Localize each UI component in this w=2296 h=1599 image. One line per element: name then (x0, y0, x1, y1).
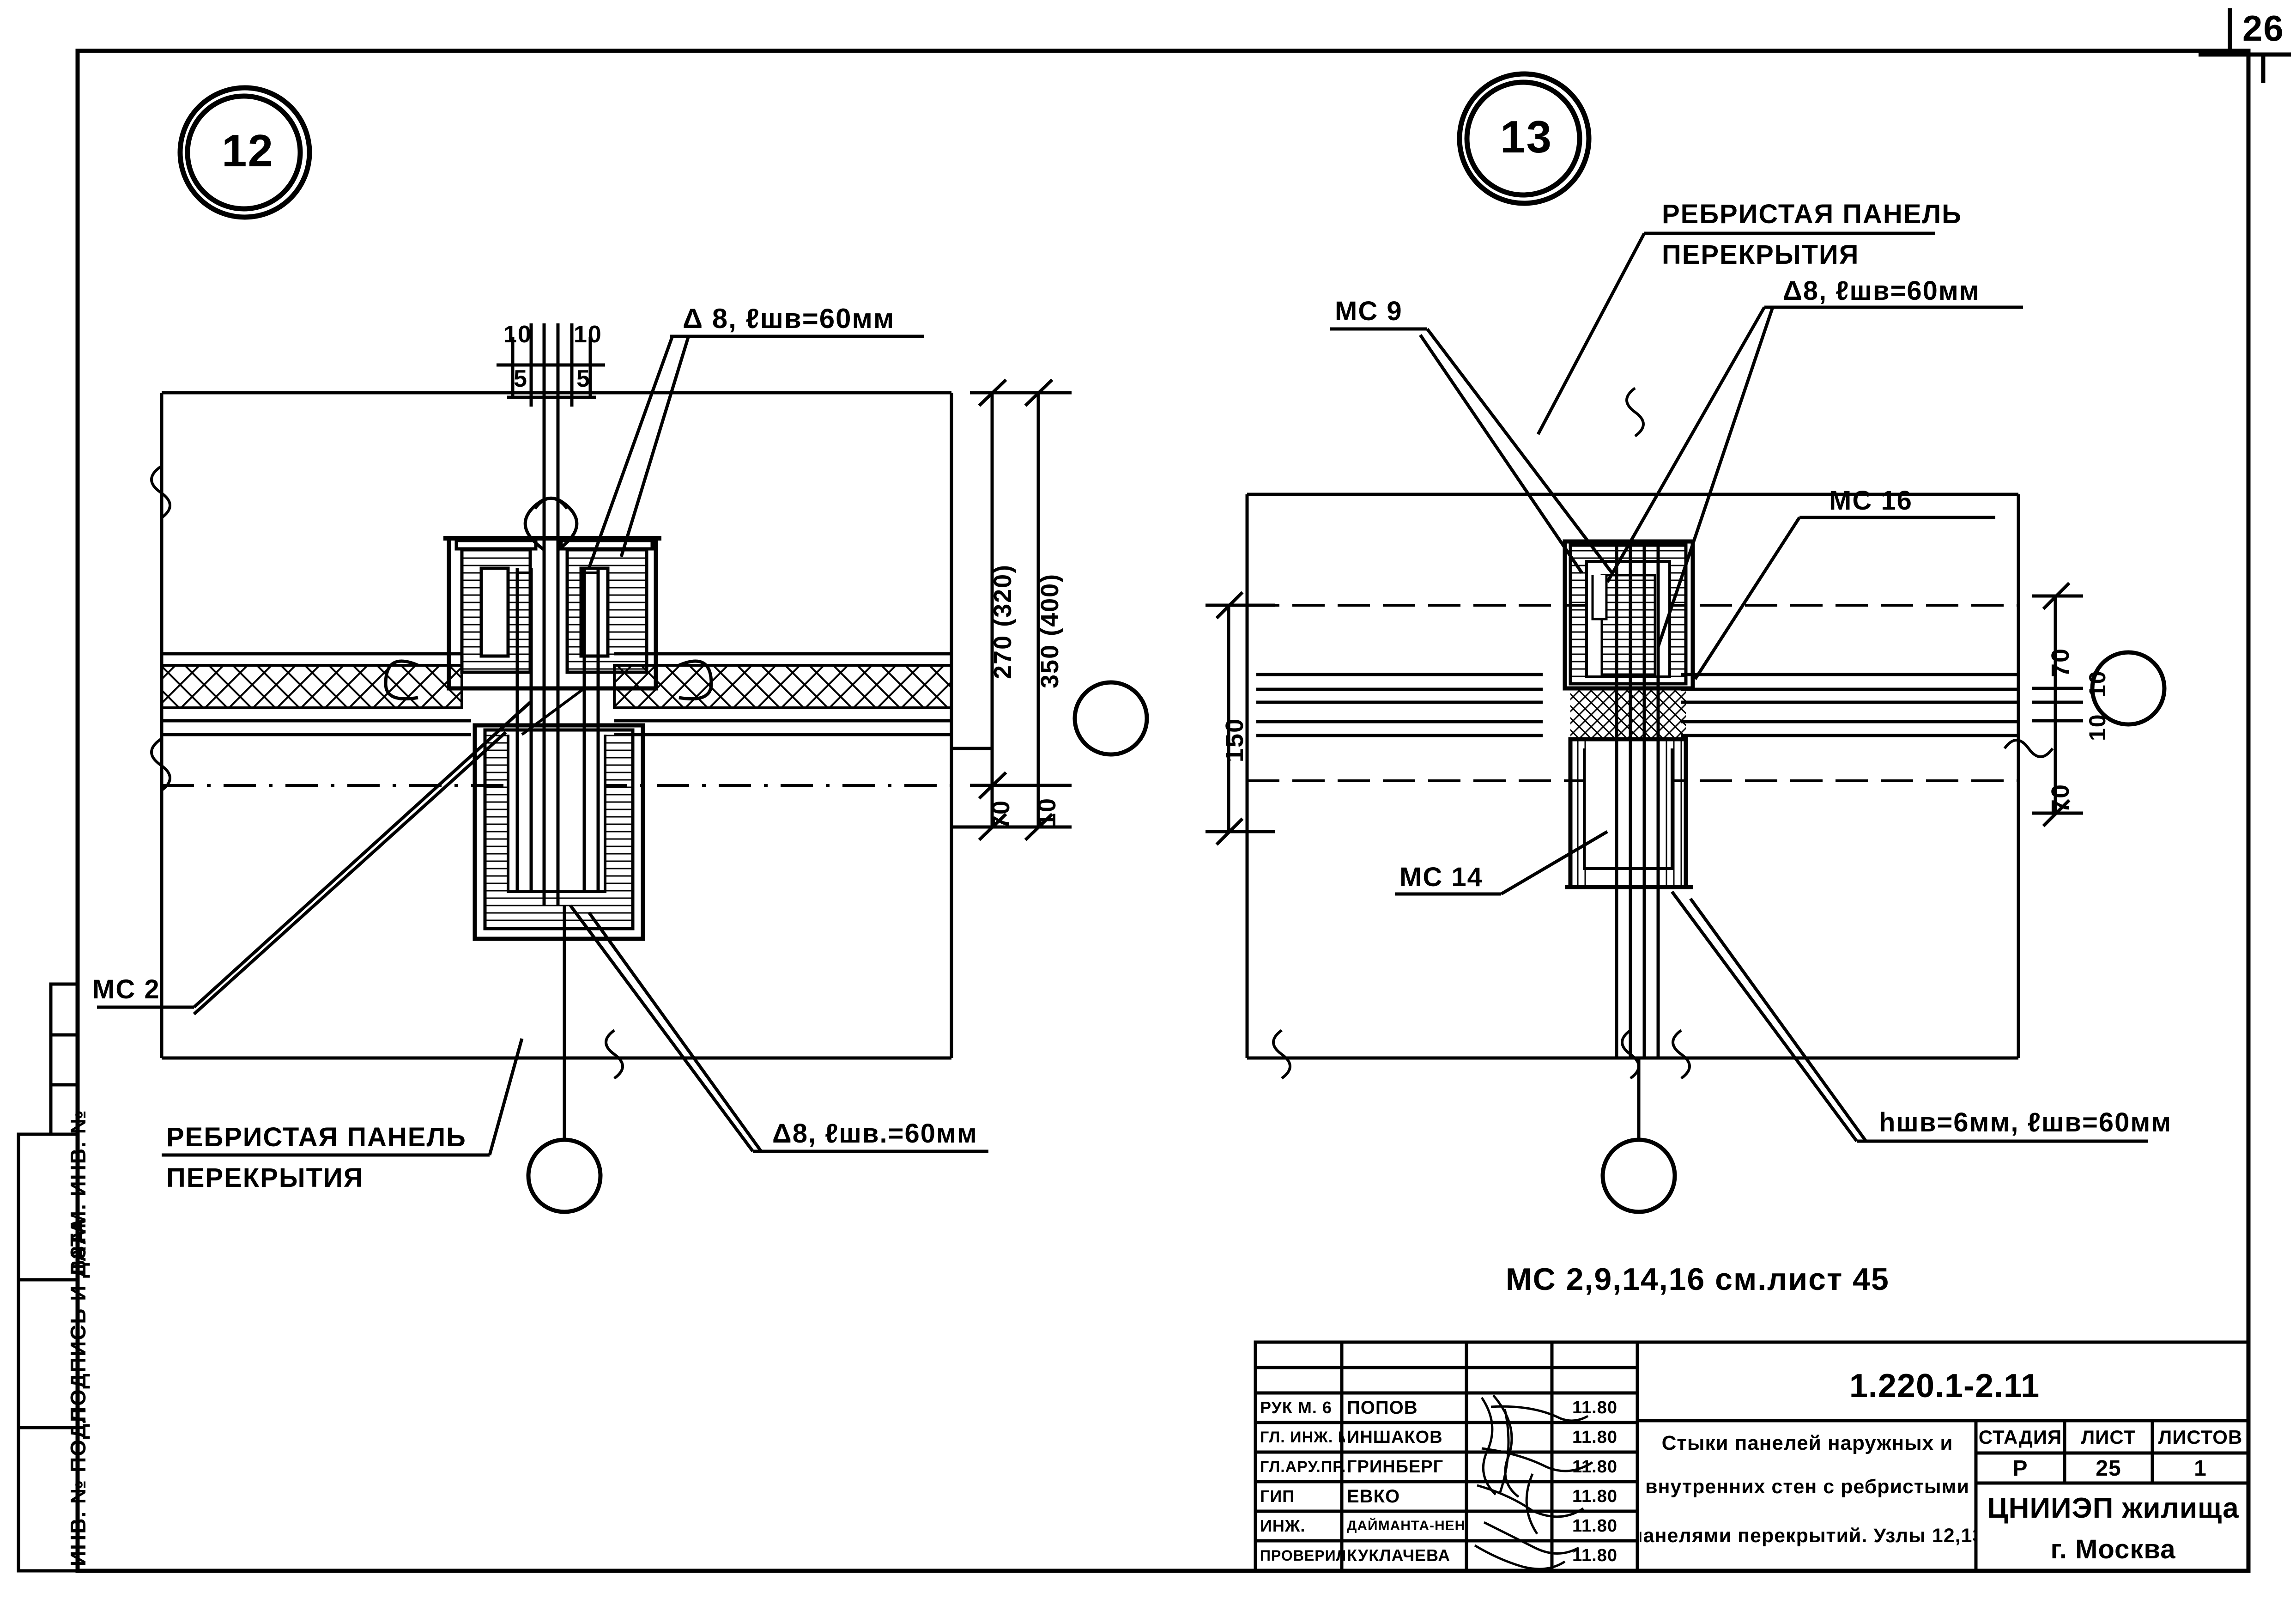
detail-12-callout-weld-bottom: Δ8, ℓшв.=60мм (772, 1119, 978, 1149)
signatory-role-2: ГЛ.АРУ.ПР. (1260, 1458, 1345, 1476)
detail-12-dim-10-left: 10 (503, 321, 532, 348)
detail-13-dim-70-top: 70 (2047, 647, 2074, 677)
organization-city: г. Москва (2050, 1534, 2176, 1564)
signatory-name-3: ЕВКО (1347, 1486, 1400, 1507)
detail-12-right-dim (950, 378, 1072, 841)
left-margin-stamp (17, 982, 79, 1573)
detail-13-dim-10-top: 10 (2084, 670, 2110, 698)
signatory-role-1: ГЛ. ИНЖ. М (1260, 1428, 1345, 1446)
signatory-name-1: ИНШАКОВ (1347, 1427, 1443, 1447)
detail-13-callout-panel-line2: ПЕРЕКРЫТИЯ (1662, 240, 1860, 270)
signatory-date-4: 11.80 (1572, 1516, 1617, 1536)
organization-name: ЦНИИЭП жилища (1987, 1492, 2239, 1524)
signatory-name-4: ДАЙМАНТА-НЕН (1347, 1518, 1466, 1533)
signatory-role-3: ГИП (1260, 1487, 1295, 1506)
detail-12-dim-350-400: 350 (400) (1036, 573, 1064, 688)
signatory-role-5: ПРОВЕРИЛА (1260, 1547, 1345, 1564)
drawing-title-line-2: внутренних стен с ребристыми (1645, 1475, 1969, 1498)
signatory-date-0: 11.80 (1572, 1398, 1617, 1417)
detail-12-dim-10-slab: 10 (1033, 797, 1061, 827)
detail-12-callout-panel-line1: РЕБРИСТАЯ ПАНЕЛЬ (166, 1122, 466, 1152)
detail-13-tag-circle (1457, 71, 1592, 206)
signatory-date-1: 11.80 (1572, 1427, 1617, 1447)
detail-12-dim-5-right: 5 (576, 365, 591, 392)
signature-scribbles (1474, 1394, 1593, 1570)
detail-12-tag: 12 (222, 125, 274, 176)
signatory-role-0: РУК М. 6 (1260, 1398, 1332, 1417)
detail-12-dim-5-left: 5 (514, 365, 528, 392)
detail-13-callout-weld: Δ8, ℓшв=60мм (1783, 276, 1980, 306)
detail-13-callout-ms14: МС 14 (1399, 862, 1483, 892)
detail-13-callout-weld-bottom: hшв=6мм, ℓшв=60мм (1879, 1107, 2172, 1137)
detail-13-tag: 13 (1500, 111, 1553, 162)
detail-13-dim-10-bottom: 10 (2084, 713, 2110, 741)
drawing-title-line-1: Стыки панелей наружных и (1661, 1432, 1953, 1454)
status-header-sheet: ЛИСТ (2081, 1426, 2136, 1448)
detail-13-right-dim (2003, 582, 2083, 827)
detail-13-dim-150: 150 (1221, 717, 1248, 762)
detail-12-dim-10-right: 10 (574, 321, 602, 348)
detail-12-tag-circle (177, 85, 312, 220)
detail-13-callout-ms9: МС 9 (1335, 296, 1403, 326)
signatory-name-0: ПОПОВ (1347, 1397, 1418, 1418)
signatory-date-5: 11.80 (1572, 1545, 1617, 1565)
detail-12-leaders (97, 334, 988, 1157)
signatory-date-3: 11.80 (1572, 1486, 1617, 1506)
detail-12-dim-70: 70 (987, 799, 1015, 829)
general-note: МС 2,9,14,16 см.лист 45 (1506, 1262, 1890, 1297)
status-value-sheets: 1 (2194, 1456, 2207, 1481)
detail-13-dim-70-bottom: 70 (2047, 783, 2074, 813)
stamp-label-vzam-inv: ВЗАМ. ИНВ. № (66, 1109, 90, 1275)
drawing-title-line-3: панелями перекрытий. Узлы 12,13 (1640, 1524, 1975, 1547)
detail-12-dim-270-320: 270 (320) (989, 564, 1017, 679)
signatory-date-2: 11.80 (1572, 1457, 1617, 1477)
detail-13-leaders (1330, 231, 2148, 1143)
detail-13-callout-panel-line1: РЕБРИСТАЯ ПАНЕЛЬ (1662, 199, 1962, 229)
signatory-role-4: ИНЖ. (1260, 1516, 1306, 1535)
sheet-frame (75, 8, 2291, 1573)
status-header-stage: СТАДИЯ (1978, 1426, 2062, 1448)
signatory-name-5: КУКЛАЧЕВА (1347, 1546, 1451, 1565)
detail-12-top-dim (497, 323, 605, 416)
detail-13-callout-ms16: МС 16 (1829, 486, 1913, 516)
project-number: 1.220.1-2.11 (1849, 1368, 2040, 1404)
stamp-label-inv-podl: ИНВ. № ПОДЛ (66, 1407, 90, 1566)
status-value-stage: Р (2012, 1456, 2028, 1481)
page-corner-number: 26 (2242, 8, 2284, 49)
status-header-sheets: ЛИСТОВ (2158, 1426, 2243, 1448)
title-block-frame (1254, 1340, 2250, 1573)
detail-12-callout-ms2: МС 2 (92, 974, 160, 1004)
status-value-sheet: 25 (2096, 1456, 2121, 1481)
detail-13-geometry (1206, 71, 2167, 1214)
detail-12-callout-weld-top: Δ 8, ℓшв=60мм (683, 303, 895, 334)
detail-13-left-dim (1206, 591, 1275, 846)
signatory-name-2: ГРИНБЕРГ (1347, 1457, 1444, 1477)
detail-12-geometry (97, 85, 1149, 1214)
detail-12-callout-panel-line2: ПЕРЕКРЫТИЯ (166, 1163, 364, 1193)
